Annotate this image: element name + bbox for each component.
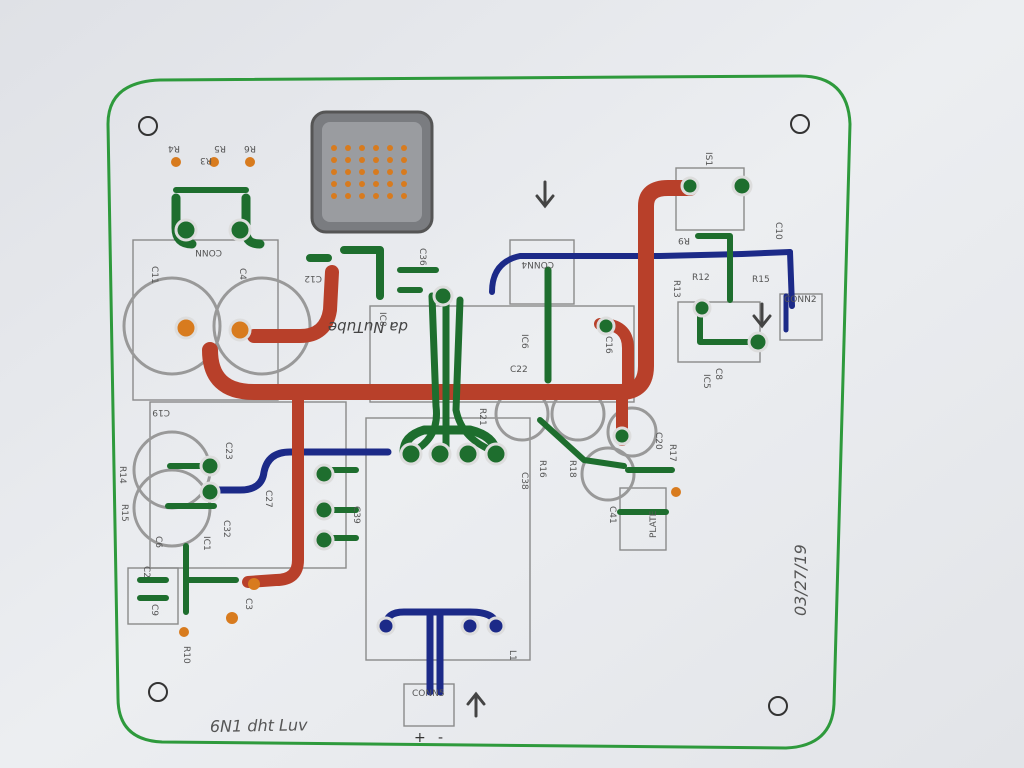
label-ic6: IC6: [519, 334, 529, 349]
mounting-hole: [138, 116, 158, 136]
label-r6: R6: [244, 143, 256, 153]
heatsink-pad: [359, 145, 365, 151]
heatsink-pad-grid: [331, 145, 407, 199]
label-c8: C8: [713, 368, 723, 380]
mounting-hole: [148, 682, 168, 702]
heatsink-pad: [345, 157, 351, 163]
heatsink-pad: [387, 193, 393, 199]
label-r12: R12: [692, 273, 710, 283]
component-labels: R4 R3 R5 R6 CONN C11 C4 C12 C36 IC8 CONN…: [117, 143, 817, 699]
board-credit: da NuTube: [328, 318, 408, 336]
label-r17: R17: [667, 444, 677, 462]
heatsink-pad: [401, 181, 407, 187]
heatsink-pad: [331, 169, 337, 175]
heatsink-pad: [401, 145, 407, 151]
heatsink-pad: [331, 145, 337, 151]
label-is1: IS1: [703, 152, 713, 166]
label-conn2: CONN2: [784, 295, 817, 305]
label-r15-top: R15: [752, 275, 770, 285]
heatsink-pad: [331, 181, 337, 187]
label-l1: L1: [507, 650, 517, 661]
heatsink-pad: [359, 157, 365, 163]
polarity-minus: -: [438, 730, 443, 746]
pad-traces: [137, 187, 759, 615]
heatsink-pad: [359, 169, 365, 175]
heatsink-pad: [401, 169, 407, 175]
label-c36: C36: [417, 248, 427, 266]
label-c23: C23: [223, 442, 233, 460]
label-c11: C11: [149, 266, 159, 284]
mounting-hole: [768, 696, 788, 716]
label-c38: C38: [519, 472, 529, 490]
label-c12: C12: [304, 273, 322, 283]
heatsink-pad: [373, 157, 379, 163]
label-conn: CONN: [195, 247, 222, 257]
label-c6: C6: [153, 536, 163, 548]
label-r21: R21: [477, 408, 487, 426]
label-c2: C2: [141, 566, 151, 578]
label-r18: R18: [567, 460, 577, 478]
pads: [171, 157, 769, 637]
label-r3: R3: [200, 155, 212, 165]
bottom-copper-traces: [206, 249, 795, 696]
label-ic8: IC8: [377, 312, 387, 327]
label-r15: R15: [119, 504, 129, 522]
label-c39: C39: [351, 506, 361, 524]
board-outline: [106, 74, 852, 750]
label-r14: R14: [117, 466, 127, 484]
heatsink-pad: [345, 193, 351, 199]
label-c19: C19: [152, 407, 170, 417]
label-c3: C3: [243, 598, 253, 610]
heatsink-pad: [359, 181, 365, 187]
label-r9: R9: [678, 235, 690, 245]
heatsink-pad: [373, 145, 379, 151]
heatsink-pad: [401, 157, 407, 163]
label-c16: C16: [603, 336, 613, 354]
label-c9: C9: [149, 604, 159, 616]
label-c20: C20: [653, 432, 663, 450]
label-r16: R16: [537, 460, 547, 478]
heatsink-pad: [331, 193, 337, 199]
heatsink-pad: [373, 193, 379, 199]
label-r5: R5: [214, 143, 226, 153]
heatsink-pad: [401, 193, 407, 199]
label-r4: R4: [168, 143, 180, 153]
heatsink-pad: [387, 181, 393, 187]
label-c32: C32: [221, 520, 231, 538]
label-c22: C22: [510, 365, 528, 375]
heatsink-pad: [387, 157, 393, 163]
label-conn5: CONN5: [412, 689, 445, 699]
heatsink-pad: [373, 181, 379, 187]
label-ic5: IC5: [701, 374, 711, 389]
label-c10: C10: [773, 222, 783, 240]
heatsink-pad: [387, 169, 393, 175]
label-conn4: CONN4: [521, 259, 554, 269]
label-c4: C4: [237, 268, 247, 280]
arrow-icon: [466, 180, 772, 718]
heatsink-pad: [359, 193, 365, 199]
label-c27: C27: [263, 490, 273, 508]
polarity-plus: +: [414, 730, 426, 746]
mounting-hole: [790, 114, 810, 134]
board-date: 03/27/19: [791, 544, 810, 616]
heatsink-pad: [373, 169, 379, 175]
heatsink-pad: [345, 181, 351, 187]
heatsink-pad: [345, 169, 351, 175]
ic-heatsink: [310, 110, 434, 234]
label-r13: R13: [671, 280, 681, 298]
label-ic1: IC1: [201, 536, 211, 551]
heatsink-pad: [345, 145, 351, 151]
label-r10: R10: [181, 646, 191, 664]
label-c41: C41: [607, 506, 617, 524]
heatsink-pad: [387, 145, 393, 151]
label-plate: PLATE: [649, 510, 659, 538]
board-title: 6N1 dht Luv: [210, 715, 308, 736]
heatsink-pad: [331, 157, 337, 163]
